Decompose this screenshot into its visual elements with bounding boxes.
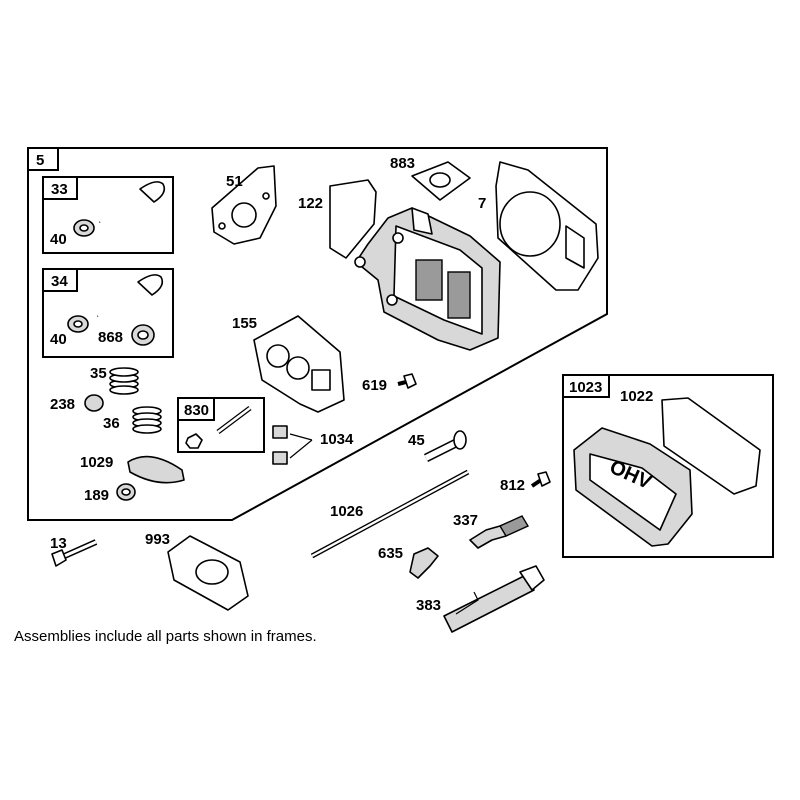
label-993[interactable]: 993 [145, 531, 170, 548]
label-122[interactable]: 122 [298, 195, 323, 212]
screw-619 [397, 373, 417, 389]
label-40b[interactable]: 40 [50, 331, 67, 348]
valve-spring-35 [109, 367, 139, 395]
frame-34-tag [42, 268, 78, 292]
label-812[interactable]: 812 [500, 477, 525, 494]
bolt-13 [51, 539, 98, 567]
label-40a[interactable]: 40 [50, 231, 67, 248]
frame-5-tag [27, 147, 59, 171]
assembly-frame-5 [27, 147, 608, 521]
label-13[interactable]: 13 [50, 535, 67, 552]
valve-rotator-868 [131, 324, 155, 346]
label-1022[interactable]: 1022 [620, 388, 653, 405]
label-35[interactable]: 35 [90, 365, 107, 382]
frame-830-tag [177, 397, 215, 421]
label-1034[interactable]: 1034 [320, 431, 354, 448]
valve-seal-40b [67, 315, 89, 333]
assembly-frame-34 [42, 268, 174, 358]
label-619[interactable]: 619 [362, 377, 387, 394]
guide-plate-1034b [272, 451, 288, 465]
label-45[interactable]: 45 [408, 432, 425, 449]
cylinder-head [354, 207, 501, 351]
label-1029[interactable]: 1029 [80, 454, 113, 471]
assembly-frame-1023 [562, 374, 774, 558]
intake-valve [99, 181, 166, 224]
label-238[interactable]: 238 [50, 396, 75, 413]
rocker-stud-830 [185, 406, 252, 449]
label-189[interactable]: 189 [84, 487, 109, 504]
label-1023[interactable]: 1023 [569, 379, 602, 396]
cap-238 [84, 394, 104, 412]
breather-elbow-635 [409, 547, 439, 579]
screw-812 [530, 471, 551, 488]
label-337[interactable]: 337 [453, 512, 478, 529]
label-830[interactable]: 830 [184, 402, 209, 419]
label-383[interactable]: 383 [416, 597, 441, 614]
exhaust-valve [97, 274, 164, 318]
label-5[interactable]: 5 [36, 152, 44, 169]
label-155[interactable]: 155 [232, 315, 257, 332]
label-883[interactable]: 883 [390, 155, 415, 172]
frame-33-tag [42, 176, 78, 200]
guide-plate-1034a [272, 425, 288, 439]
adjusting-nut-189 [116, 483, 136, 501]
label-1026[interactable]: 1026 [330, 503, 363, 520]
assembly-frame-830 [177, 397, 265, 453]
label-36[interactable]: 36 [103, 415, 120, 432]
label-33[interactable]: 33 [51, 181, 68, 198]
valve-seal-40a [73, 219, 95, 237]
valve-spring-36 [132, 406, 162, 434]
footnote: Assemblies include all parts shown in fr… [14, 628, 317, 645]
frame-1023-tag [562, 374, 610, 398]
push-rod-1026 [310, 469, 470, 559]
label-51[interactable]: 51 [226, 173, 243, 190]
spark-plug-337 [469, 515, 530, 549]
label-7[interactable]: 7 [478, 195, 486, 212]
spark-plug-wrench-383 [443, 565, 545, 633]
assembly-frame-33 [42, 176, 174, 254]
label-34[interactable]: 34 [51, 273, 68, 290]
leader-1034 [289, 433, 313, 459]
rocker-arm-1029 [127, 455, 185, 484]
cover-gasket-1022 [661, 397, 761, 495]
label-868[interactable]: 868 [98, 329, 123, 346]
push-rod-tube-45 [423, 430, 467, 463]
air-guide-122 [329, 179, 377, 259]
valve-cover [573, 427, 693, 547]
label-635[interactable]: 635 [378, 545, 403, 562]
